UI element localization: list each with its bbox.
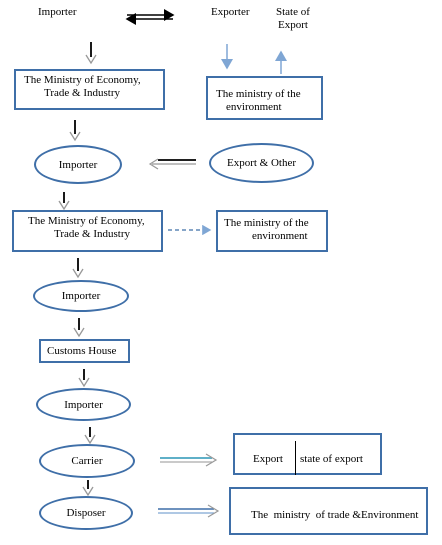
- importer-oval-1: Importer: [34, 145, 122, 184]
- state-of-export-label: state of export: [300, 453, 363, 465]
- ministry-economy-top-line-1: The Ministry of Economy,: [24, 74, 141, 86]
- disposer-to-ministry-arrow: [158, 504, 220, 518]
- header-state-of-export: State of Export: [276, 6, 310, 32]
- importer-oval-1-label: Importer: [58, 158, 98, 171]
- ministry-economy-box-top: The Ministry of Economy, Trade & Industr…: [14, 69, 165, 110]
- export-other-label: Export & Other: [226, 157, 297, 169]
- export-label: Export: [253, 453, 283, 465]
- ministry-economy-mid-line-2: Trade & Industry: [54, 228, 130, 240]
- importer-oval-2: Importer: [33, 280, 129, 312]
- importer-exporter-double-arrow: [125, 9, 175, 25]
- ministry-trade-environment-box: The ministry of trade &Environment: [229, 487, 428, 535]
- down-arrow-5: [73, 318, 85, 338]
- carrier-oval: Carrier: [39, 444, 135, 478]
- ministry-environment-mid-line-2: environment: [252, 230, 308, 242]
- customs-house-label: Customs House: [47, 345, 117, 357]
- ministry-environment-mid-line-1: The ministry of the: [224, 217, 309, 229]
- ministry-environment-box-mid: The ministry of the environment: [216, 210, 328, 252]
- ministry-trade-environment-label: The ministry of trade &Environment: [251, 509, 419, 521]
- down-arrow-8: [82, 480, 94, 497]
- export-divider: [295, 441, 296, 475]
- disposer-label: Disposer: [66, 507, 106, 519]
- carrier-to-export-arrow: [160, 453, 218, 467]
- carrier-label: Carrier: [71, 455, 103, 467]
- down-arrow-7: [84, 427, 96, 445]
- export-other-oval: Export & Other: [209, 143, 314, 183]
- disposer-oval: Disposer: [39, 496, 133, 530]
- header-state-line-1: State of: [276, 6, 310, 18]
- ministry-economy-box-mid: The Ministry of Economy, Trade & Industr…: [12, 210, 163, 252]
- header-importer: Importer: [38, 6, 77, 18]
- ministry-environment-box-top: The ministry of the environment: [206, 76, 323, 120]
- ministry-economy-mid-line-1: The Ministry of Economy,: [28, 215, 145, 227]
- down-arrow-3: [58, 192, 70, 211]
- down-arrow-4: [72, 258, 84, 279]
- header-state-line-2: Export: [277, 19, 308, 31]
- down-arrow-2: [69, 120, 81, 142]
- header-exporter: Exporter: [211, 6, 250, 18]
- export-state-box: Export state of export: [233, 433, 382, 475]
- importer-oval-3-label: Importer: [64, 398, 103, 411]
- ministry-environment-top-line-1: The ministry of the: [216, 88, 301, 100]
- down-arrow-6: [78, 369, 90, 388]
- importer-oval-3: Importer: [36, 388, 131, 421]
- ministry-economy-top-line-2: Trade & Industry: [44, 87, 120, 99]
- down-arrow-1: [85, 42, 97, 65]
- importer-oval-2-label: Importer: [61, 290, 101, 302]
- export-other-to-importer-arrow: [148, 158, 196, 170]
- customs-house-box: Customs House: [39, 339, 130, 363]
- ministry-environment-top-line-2: environment: [226, 101, 282, 113]
